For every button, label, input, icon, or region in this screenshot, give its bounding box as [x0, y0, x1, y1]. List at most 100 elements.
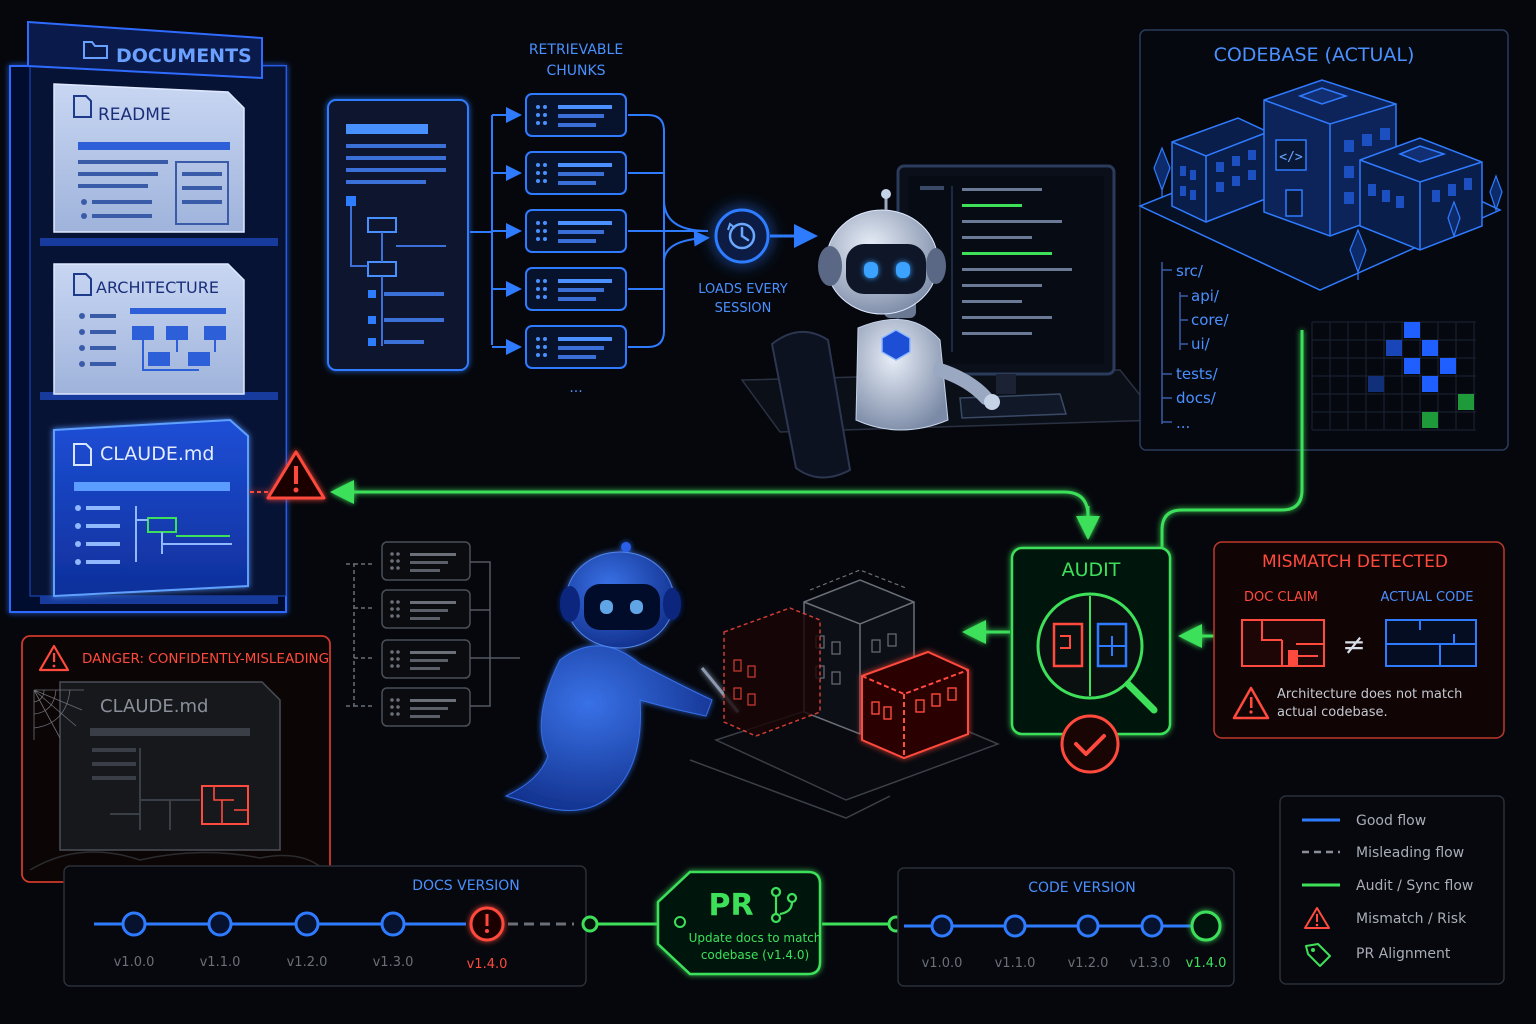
code-version-title: CODE VERSION — [1028, 880, 1136, 896]
folder-icon — [83, 41, 108, 59]
tree-item[interactable]: api/ — [1191, 287, 1220, 305]
docs-version-node-warning[interactable] — [469, 906, 505, 942]
danger-panel: DANGER: CONFIDENTLY-MISLEADING CLAUDE.md — [21, 635, 331, 883]
document-icon — [73, 443, 92, 466]
legend-label: Misleading flow — [1356, 845, 1464, 861]
tree-item[interactable]: tests/ — [1176, 365, 1219, 383]
chunk-card[interactable] — [525, 93, 627, 137]
docs-version-node[interactable] — [121, 911, 147, 937]
legend-label: Audit / Sync flow — [1356, 878, 1473, 894]
chunk-fanout-lines — [470, 107, 710, 355]
source-document-panel — [327, 99, 469, 371]
git-branch-icon — [770, 886, 798, 924]
tag-icon — [1305, 943, 1331, 967]
robot-workstation — [740, 164, 1162, 479]
chunk-card[interactable] — [525, 151, 627, 195]
code-version-label: v1.3.0 — [1130, 956, 1171, 971]
legend-item: Misleading flow — [1302, 845, 1464, 861]
document-icon — [73, 273, 92, 296]
misleading-chunk-list — [346, 541, 520, 727]
docs-version-node[interactable] — [294, 911, 320, 937]
code-brackets-icon: </> — [1279, 150, 1303, 165]
docs-version-label-current: v1.4.0 — [467, 957, 508, 972]
docs-version-node[interactable] — [380, 911, 406, 937]
pr-description-line1: Update docs to match — [689, 931, 822, 945]
tree-item[interactable]: ... — [1176, 414, 1190, 432]
doc-claim-label: DOC CLAIM — [1244, 590, 1318, 605]
actual-code-label: ACTUAL CODE — [1381, 590, 1474, 605]
chunk-list: ... — [525, 93, 627, 396]
clock-icon — [727, 222, 756, 250]
legend-item: Audit / Sync flow — [1302, 878, 1473, 894]
cobweb-icon — [33, 689, 84, 740]
docs-version-label: v1.0.0 — [114, 955, 155, 970]
loads-every-session-line1: LOADS EVERY — [698, 282, 788, 297]
readme-card[interactable]: README — [53, 83, 245, 233]
not-equal-sign: ≠ — [1342, 628, 1365, 661]
tree-icon — [1153, 146, 1503, 280]
legend-label: Good flow — [1356, 813, 1426, 829]
stale-file-label: CLAUDE.md — [100, 696, 208, 717]
misleading-building-model — [689, 569, 1001, 819]
tree-item[interactable]: src/ — [1176, 262, 1204, 280]
legend-label: Mismatch / Risk — [1356, 911, 1467, 927]
readme-label: README — [98, 105, 171, 125]
chunk-card[interactable] — [381, 589, 471, 629]
code-version-panel: CODE VERSION v1.0.0 v1.1.0 v1.2.0 v1.3.0… — [897, 867, 1235, 987]
document-icon — [73, 95, 92, 118]
chunk-card[interactable] — [381, 541, 471, 581]
docs-version-label: v1.1.0 — [200, 955, 241, 970]
audit-panel[interactable]: AUDIT — [1010, 546, 1172, 774]
chunk-ellipsis: ... — [569, 380, 582, 396]
docs-version-label: v1.2.0 — [287, 955, 328, 970]
chunk-card[interactable] — [525, 209, 627, 253]
warning-triangle-icon — [38, 644, 70, 672]
chunk-card[interactable] — [381, 687, 471, 727]
docs-version-title: DOCS VERSION — [412, 878, 520, 894]
code-version-label-current: v1.4.0 — [1186, 956, 1227, 971]
risk-warning-icon — [250, 450, 326, 500]
actual-code-diagram — [1385, 619, 1477, 667]
legend-label: PR Alignment — [1356, 946, 1451, 962]
audit-flow-lines — [330, 330, 1304, 648]
code-version-node[interactable] — [1076, 914, 1100, 938]
codebase-panel: CODEBASE (ACTUAL) </> — [1138, 29, 1509, 451]
mismatch-message-line2: actual codebase. — [1277, 705, 1388, 720]
code-version-label: v1.2.0 — [1068, 956, 1109, 971]
ghost-robot — [504, 542, 740, 811]
chunk-card[interactable] — [381, 639, 471, 679]
doc-claim-diagram — [1241, 619, 1325, 667]
claude-md-card[interactable]: CLAUDE.md — [53, 418, 249, 598]
pr-description-line2: codebase (v1.4.0) — [701, 948, 809, 962]
robot-emblem-icon — [881, 329, 911, 361]
docs-version-label: v1.3.0 — [373, 955, 414, 970]
stale-claude-md-file: CLAUDE.md — [59, 681, 281, 851]
chair — [770, 330, 852, 479]
code-version-label: v1.0.0 — [922, 956, 963, 971]
mismatch-panel: MISMATCH DETECTED DOC CLAIM ACTUAL CODE … — [1213, 541, 1505, 739]
codebase-buildings: </> — [1138, 79, 1502, 291]
code-version-node[interactable] — [1140, 914, 1164, 938]
documents-tab — [27, 20, 263, 80]
codebase-tree: src/ api/ core/ ui/ tests/ docs/ ... — [1161, 262, 1229, 432]
retrievable-chunks-title-line1: RETRIEVABLE — [529, 42, 623, 58]
code-version-node[interactable] — [1003, 914, 1027, 938]
warning-triangle-icon — [1304, 907, 1330, 929]
chunk-card[interactable] — [525, 325, 627, 369]
docs-version-node[interactable] — [207, 911, 233, 937]
mismatch-title: MISMATCH DETECTED — [1262, 552, 1448, 572]
retrievable-chunks-title-line2: CHUNKS — [546, 63, 605, 79]
legend: Good flow Misleading flow Audit / Sync f… — [1279, 795, 1505, 985]
audit-title: AUDIT — [1062, 559, 1121, 581]
documents-title: DOCUMENTS — [116, 45, 252, 67]
code-version-node-current[interactable] — [1190, 910, 1222, 942]
tree-item[interactable]: ui/ — [1191, 335, 1211, 353]
architecture-label: ARCHITECTURE — [96, 278, 219, 297]
magnifier-icon — [1036, 592, 1158, 714]
pr-badge[interactable] — [656, 870, 822, 976]
tree-item[interactable]: core/ — [1191, 311, 1229, 329]
architecture-card[interactable]: ARCHITECTURE — [53, 263, 245, 395]
chunk-card[interactable] — [525, 267, 627, 311]
tree-item[interactable]: docs/ — [1176, 389, 1217, 407]
code-version-node[interactable] — [930, 914, 954, 938]
